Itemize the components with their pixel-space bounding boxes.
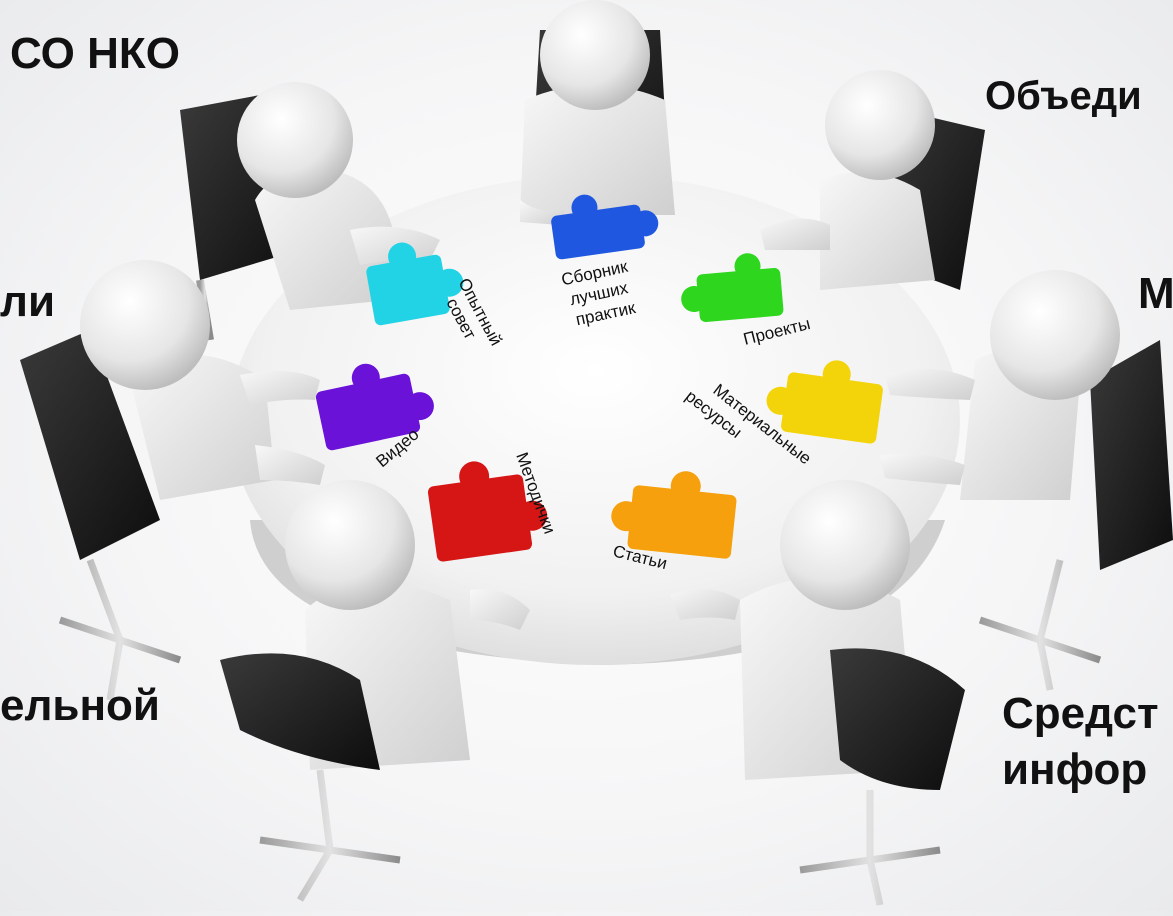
puzzle-piece-sbornik: [551, 194, 659, 260]
puzzle-piece-stati: [611, 471, 737, 559]
label-bottom-right-line2: инфор: [1002, 745, 1148, 794]
puzzle-piece-video: [315, 363, 434, 451]
person-front-left: [220, 480, 530, 902]
puzzle-piece-metodichki: [427, 461, 548, 562]
label-top-right: Объеди: [985, 74, 1142, 118]
person-right: [880, 270, 1120, 500]
label-bottom-left: ельной: [0, 681, 160, 730]
person-back-right: [760, 70, 935, 290]
label-middle-left: ли: [0, 277, 55, 326]
label-top-left: СО НКО: [10, 29, 180, 78]
chair-left: [20, 330, 182, 701]
person-left: [80, 260, 325, 500]
puzzle-piece-opytny-sovet: [366, 242, 464, 326]
label-bottom-right-line1: Средст: [1002, 689, 1159, 738]
puzzle-piece-materialnye: [766, 360, 883, 444]
chair-right: [978, 340, 1173, 691]
puzzle-piece-proekty: [681, 253, 784, 323]
label-middle-right: М: [1138, 269, 1173, 318]
person-top: [520, 0, 675, 225]
person-front-right: [670, 480, 965, 906]
